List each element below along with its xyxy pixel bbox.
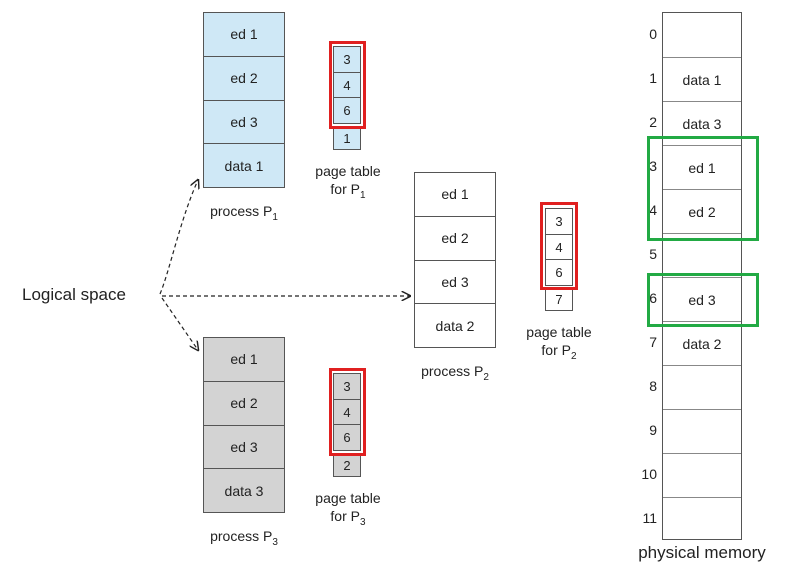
memory-index-0: 0	[649, 26, 657, 42]
physical-memory: data 1 data 3 ed 1 ed 2 ed 3 data 2	[662, 12, 742, 540]
process-p3-segment: data 3	[204, 468, 284, 512]
process-p1-segment: data 1	[204, 143, 284, 187]
process-p1-segment: ed 3	[204, 99, 284, 144]
page-table-p2-caption-line1: page table	[526, 324, 592, 340]
process-p3-segment: ed 1	[230, 351, 258, 368]
page-table-p3-highlight	[329, 368, 366, 456]
page-table-p3-entry: 4	[334, 398, 360, 425]
page-table-p1-entry: 4	[334, 71, 360, 98]
page-table-p1: 3 4 6	[333, 46, 361, 124]
page-table-p2-entry: 3	[555, 213, 563, 229]
memory-frame-1: data 1	[663, 57, 741, 101]
process-p3-segment: ed 3	[204, 424, 284, 469]
page-table-p2: 3 4 6	[545, 208, 573, 286]
page-table-p2-caption: page table for P2	[511, 323, 607, 366]
memory-index-1: 1	[649, 70, 657, 86]
memory-frame-5	[663, 233, 741, 277]
memory-frame-3: ed 1	[663, 145, 741, 189]
process-p1-caption-text: process P	[210, 203, 273, 219]
process-p3-caption-text: process P	[210, 528, 273, 544]
process-p2-caption-sub: 2	[483, 371, 489, 383]
memory-highlight-code	[647, 136, 759, 241]
page-table-p3-entry: 3	[343, 378, 351, 394]
page-table-p1-entry: 3	[343, 51, 351, 67]
physical-memory-caption: physical memory	[638, 543, 766, 562]
page-table-p1-caption-line2-text: for P	[330, 181, 360, 197]
memory-index-2: 2	[649, 114, 657, 130]
memory-index-5: 5	[649, 246, 657, 262]
memory-frame-4: ed 2	[663, 189, 741, 233]
process-p3-block: ed 1 ed 2 ed 3 data 3	[203, 337, 285, 513]
process-p3-caption-sub: 3	[272, 536, 278, 548]
memory-frame-6: ed 3	[663, 277, 741, 321]
page-table-p3-caption: page table for P3	[300, 489, 396, 532]
page-table-p1-caption-line1: page table	[315, 163, 381, 179]
page-table-p3-entry: 6	[334, 424, 360, 450]
page-table-p1-entry: 6	[334, 97, 360, 123]
page-table-p2-caption-line2: for P2	[511, 341, 607, 366]
process-p3-segment: ed 2	[204, 380, 284, 425]
memory-frame-7: data 2	[663, 321, 741, 365]
process-p1-caption-sub: 1	[272, 211, 278, 223]
memory-frame-2: data 3	[663, 101, 741, 145]
process-p2-caption-text: process P	[421, 363, 484, 379]
process-p1-caption: process P1	[198, 202, 290, 227]
memory-index-11: 11	[642, 510, 657, 526]
memory-index-8: 8	[649, 378, 657, 394]
process-p1-segment: ed 2	[204, 55, 284, 100]
page-table-p1-highlight	[329, 41, 366, 129]
process-p2-caption: process P2	[409, 362, 501, 387]
process-p2-segment: ed 2	[415, 215, 495, 260]
page-table-p1-caption-sub: 1	[360, 189, 366, 201]
logical-space-label: Logical space	[22, 285, 126, 304]
memory-frame-11	[663, 497, 741, 541]
page-table-p1-caption-line2: for P1	[300, 180, 396, 205]
page-table-p2-entry: 6	[546, 259, 572, 285]
memory-index-6: 6	[649, 290, 657, 306]
process-p2-block: ed 1 ed 2 ed 3 data 2	[414, 172, 496, 348]
page-table-p2-last-entry: 7	[545, 288, 573, 311]
page-table-p2-entry: 4	[546, 233, 572, 260]
process-p1-block: ed 1 ed 2 ed 3 data 1	[203, 12, 285, 188]
process-p2-segment: data 2	[415, 303, 495, 347]
page-table-p2-caption-line2-text: for P	[541, 342, 571, 358]
process-p2-segment: ed 3	[415, 259, 495, 304]
page-table-p3-caption-line2-text: for P	[330, 508, 360, 524]
page-table-p3-caption-sub: 3	[360, 516, 366, 528]
page-table-p3: 3 4 6	[333, 373, 361, 451]
memory-highlight-ed3	[647, 273, 759, 327]
page-table-p3-caption-line2: for P3	[300, 507, 396, 532]
memory-index-10: 10	[641, 466, 657, 482]
process-p3-caption: process P3	[198, 527, 290, 552]
process-p1-segment: ed 1	[230, 26, 258, 43]
page-table-p2-caption-sub: 2	[571, 350, 577, 362]
memory-index-4: 4	[649, 202, 657, 218]
memory-index-9: 9	[649, 422, 657, 438]
page-table-p2-highlight	[540, 202, 578, 290]
memory-index-3: 3	[649, 158, 657, 174]
page-table-p3-caption-line1: page table	[315, 490, 381, 506]
arrow-to-p1	[159, 180, 198, 295]
memory-frame-0	[663, 13, 741, 57]
memory-frame-10	[663, 453, 741, 497]
memory-frame-8	[663, 365, 741, 409]
memory-frame-9	[663, 409, 741, 453]
arrow-to-p3	[161, 297, 198, 350]
process-p2-segment: ed 1	[441, 186, 469, 203]
page-table-p1-caption: page table for P1	[300, 162, 396, 205]
memory-index-7: 7	[649, 334, 657, 350]
